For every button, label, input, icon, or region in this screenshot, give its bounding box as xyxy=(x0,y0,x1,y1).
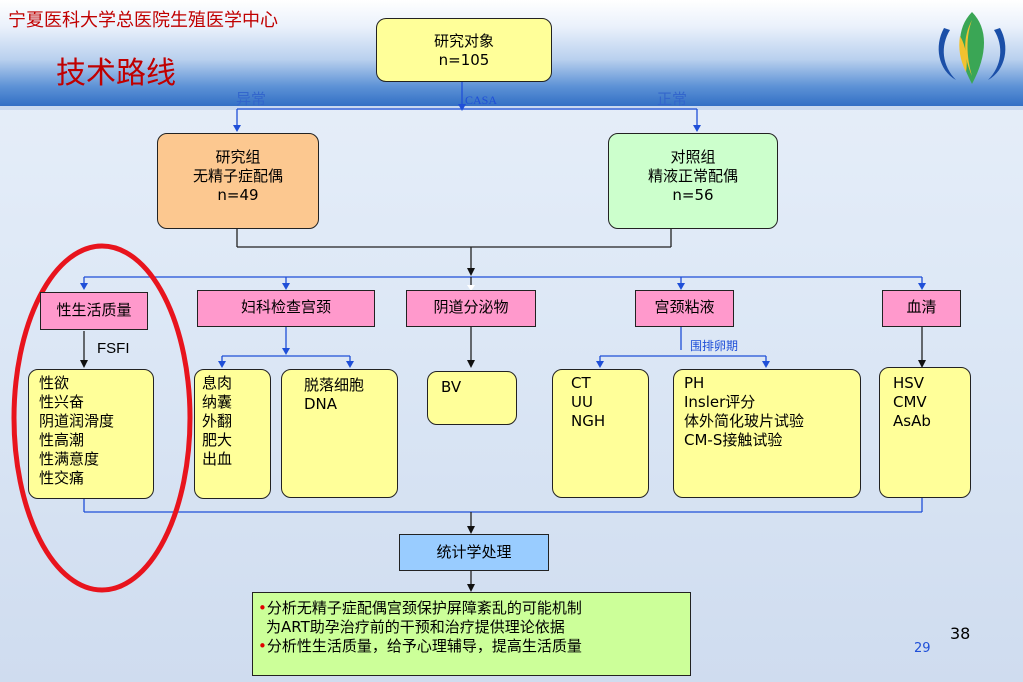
category-cervical-mucus: 宫颈粘液 xyxy=(635,290,734,327)
conclusion-line-3: •分析性生活质量，给予心理辅导，提高生活质量 xyxy=(258,637,690,656)
bullet-icon: • xyxy=(258,637,267,655)
control-group-count: n=56 xyxy=(672,186,714,204)
bv-item: BV xyxy=(441,378,462,396)
header-divider xyxy=(0,106,1023,110)
gyn-item: 肥大 xyxy=(202,431,233,449)
study-group-count: n=49 xyxy=(217,186,259,204)
study-group-desc: 无精子症配偶 xyxy=(192,167,283,185)
mucus-item: Insler评分 xyxy=(684,393,756,411)
mucus-items-box: PH Insler评分 体外简化玻片试验 CM-S接触试验 xyxy=(673,369,861,498)
pathogen-items-box: CT UU NGH xyxy=(552,369,649,498)
bullet-icon: • xyxy=(258,599,267,617)
study-subjects-box: 研究对象 n=105 xyxy=(376,18,552,82)
serum-item: CMV xyxy=(893,393,927,411)
sexual-item: 性欲 xyxy=(39,374,70,392)
conclusion-text-3: 分析性生活质量，给予心理辅导，提高生活质量 xyxy=(266,637,582,655)
mucus-item: 体外简化玻片试验 xyxy=(684,412,805,430)
conclusion-box: •分析无精子症配偶宫颈保护屏障紊乱的可能机制 为ART助孕治疗前的干预和治疗提供… xyxy=(252,592,691,676)
gyn-items-box: 息肉 纳囊 外翻 肥大 出血 xyxy=(194,369,271,499)
sexual-items-box: 性欲 性兴奋 阴道润滑度 性高潮 性满意度 性交痛 xyxy=(28,369,154,499)
gyn-item: 息肉 xyxy=(202,374,233,392)
serum-items-box: HSV CMV AsAb xyxy=(879,367,971,498)
category-vaginal-discharge: 阴道分泌物 xyxy=(406,290,536,327)
cytology-item: DNA xyxy=(304,395,338,413)
fsfi-label: FSFI xyxy=(97,340,130,357)
gyn-item: 纳囊 xyxy=(202,393,233,411)
statistics-box: 统计学处理 xyxy=(399,534,549,571)
sexual-item: 性高潮 xyxy=(39,431,85,449)
category-serum: 血清 xyxy=(882,290,961,327)
control-group-desc: 精液正常配偶 xyxy=(647,167,738,185)
slide-number: 29 xyxy=(914,641,931,656)
bv-box: BV xyxy=(427,371,517,425)
slide-title: 技术路线 xyxy=(56,56,176,91)
casa-label: CASA xyxy=(465,93,498,107)
pathogen-item: UU xyxy=(571,393,593,411)
wheat-leaf-logo-icon xyxy=(938,12,1006,84)
gyn-item: 出血 xyxy=(202,450,233,468)
pathogen-item: CT xyxy=(571,374,591,392)
mucus-item: CM-S接触试验 xyxy=(684,431,783,449)
cytology-item: 脱落细胞 xyxy=(304,376,365,394)
study-group-box: 研究组 无精子症配偶 n=49 xyxy=(157,133,319,229)
conclusion-line-2: 为ART助孕治疗前的干预和治疗提供理论依据 xyxy=(266,618,565,636)
sexual-item: 性交痛 xyxy=(39,469,85,487)
abnormal-label: 异常 xyxy=(236,90,267,108)
highlight-ellipse xyxy=(11,243,193,593)
study-subjects-label: 研究对象 xyxy=(433,32,494,50)
study-group-title: 研究组 xyxy=(215,148,261,166)
control-group-box: 对照组 精液正常配偶 n=56 xyxy=(608,133,778,229)
gyn-item: 外翻 xyxy=(202,412,233,430)
total-page-number: 38 xyxy=(950,624,971,643)
sexual-item: 性满意度 xyxy=(39,450,100,468)
category-gyn-exam: 妇科检查宫颈 xyxy=(197,290,375,327)
normal-label: 正常 xyxy=(657,90,688,108)
cytology-items-box: 脱落细胞 DNA xyxy=(281,369,398,498)
mucus-item: PH xyxy=(684,374,705,392)
sexual-item: 性兴奋 xyxy=(39,393,85,411)
pathogen-item: NGH xyxy=(571,412,606,430)
study-subjects-count: n=105 xyxy=(438,51,490,69)
control-group-title: 对照组 xyxy=(670,148,716,166)
sexual-item: 阴道润滑度 xyxy=(39,412,115,430)
category-sexual-quality: 性生活质量 xyxy=(40,292,148,330)
institution-name: 宁夏医科大学总医院生殖医学中心 xyxy=(8,10,278,31)
serum-item: HSV xyxy=(893,374,925,392)
ovulation-period-label: 围排卵期 xyxy=(690,339,739,353)
conclusion-text-1: 分析无精子症配偶宫颈保护屏障紊乱的可能机制 xyxy=(266,599,582,617)
serum-item: AsAb xyxy=(893,412,931,430)
conclusion-line-1: •分析无精子症配偶宫颈保护屏障紊乱的可能机制 xyxy=(258,599,690,618)
